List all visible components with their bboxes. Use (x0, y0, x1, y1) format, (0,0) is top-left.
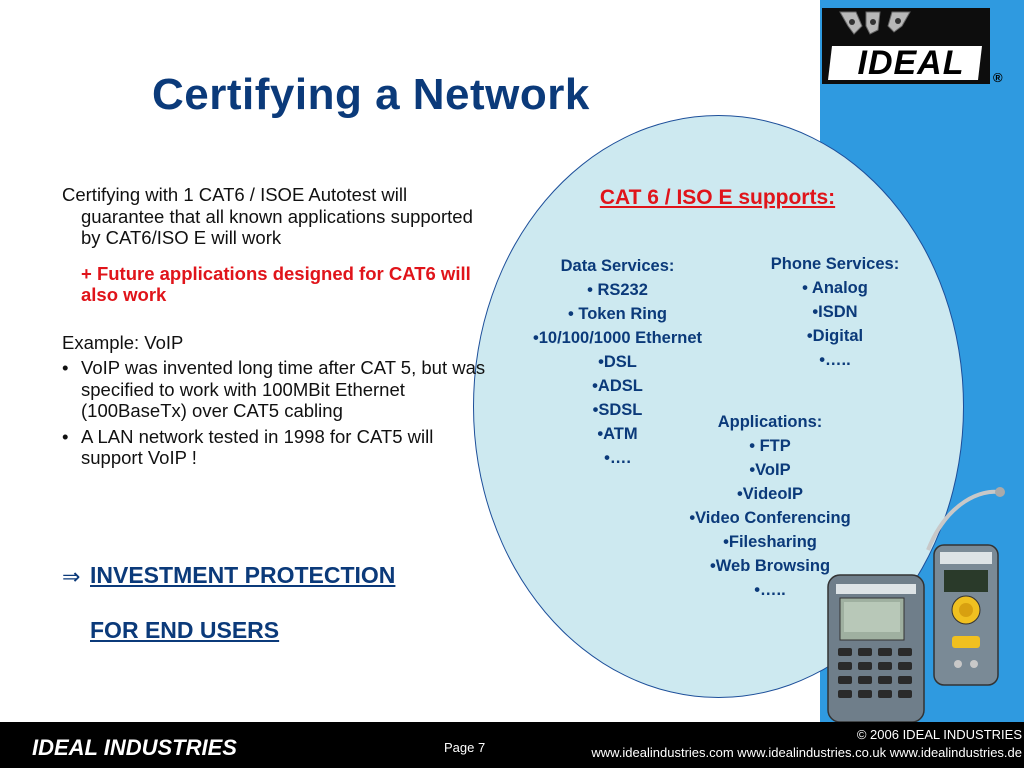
list-item: •VideoIP (737, 485, 803, 503)
list-item: • RS232 (587, 281, 648, 299)
left-text-block: Certifying with 1 CAT6 / ISOE Autotest w… (62, 184, 492, 469)
list-item: •ISDN (812, 303, 858, 321)
list-item: •VoIP (749, 461, 791, 479)
footer-copyright: © 2006 IDEAL INDUSTRIES (856, 727, 1022, 742)
list-item: •…. (604, 449, 631, 467)
footer-bar (0, 722, 1024, 768)
bullet-glyph: • (62, 425, 69, 447)
implies-arrow-icon: ⇒ (62, 564, 81, 589)
list-item: •Web Browsing (709, 557, 831, 575)
phone-services-list: Phone Services: • Analog •ISDN •Digital … (735, 252, 935, 372)
page-number: Page 7 (444, 740, 486, 755)
list-item: •ADSL (592, 377, 643, 395)
bullet-text: A LAN network tested in 1998 for CAT5 wi… (81, 425, 434, 469)
data-services-heading: Data Services: (560, 257, 675, 275)
logo-wordmark: IDEAL (857, 44, 965, 82)
cable-tester-device-image (827, 487, 1005, 722)
list-item: •SDSL (592, 401, 643, 419)
list-item: • Analog (802, 279, 868, 297)
example-heading: Example: VoIP (62, 331, 184, 353)
applications-heading: Applications: (717, 413, 823, 431)
logo-graphic (828, 11, 982, 80)
investment-line-1: INVESTMENT PROTECTION (90, 562, 396, 588)
list-item: •….. (754, 581, 786, 599)
list-item: • VoIP was invented long time after CAT … (62, 357, 492, 422)
list-item: •Video Conferencing (689, 509, 851, 527)
applications-list: Applications: • FTP •VoIP •VideoIP •Vide… (655, 410, 885, 602)
future-applications-note: + Future applications designed for CAT6 … (81, 262, 471, 306)
list-item: • Token Ring (568, 305, 667, 323)
investment-line-2: FOR END USERS (90, 617, 280, 643)
ideal-logo: IDEAL (822, 8, 990, 84)
bullet-glyph: • (62, 357, 69, 378)
footer-brand: IDEAL INDUSTRIES (32, 735, 237, 760)
list-item: •….. (819, 351, 851, 369)
list-item: •DSL (598, 353, 637, 371)
list-item: •Filesharing (723, 533, 817, 551)
list-item: • FTP (749, 437, 791, 455)
list-item: •10/100/1000 Ethernet (532, 329, 703, 347)
slide-title: Certifying a Network (152, 70, 590, 119)
certifying-paragraph: Certifying with 1 CAT6 / ISOE Autotest w… (62, 184, 473, 248)
list-item: • A LAN network tested in 1998 for CAT5 … (62, 426, 492, 469)
list-item: •ATM (597, 425, 638, 443)
bullet-text: VoIP was invented long time after CAT 5,… (81, 357, 486, 421)
circle-header: CAT 6 / ISO E supports: (599, 186, 836, 209)
registered-mark: ® (993, 70, 1003, 85)
data-services-list: Data Services: • RS232 • Token Ring •10/… (505, 254, 730, 470)
phone-services-heading: Phone Services: (770, 255, 900, 273)
footer-urls: www.idealindustries.com www.idealindustr… (591, 745, 1022, 760)
list-item: •Digital (806, 327, 864, 345)
